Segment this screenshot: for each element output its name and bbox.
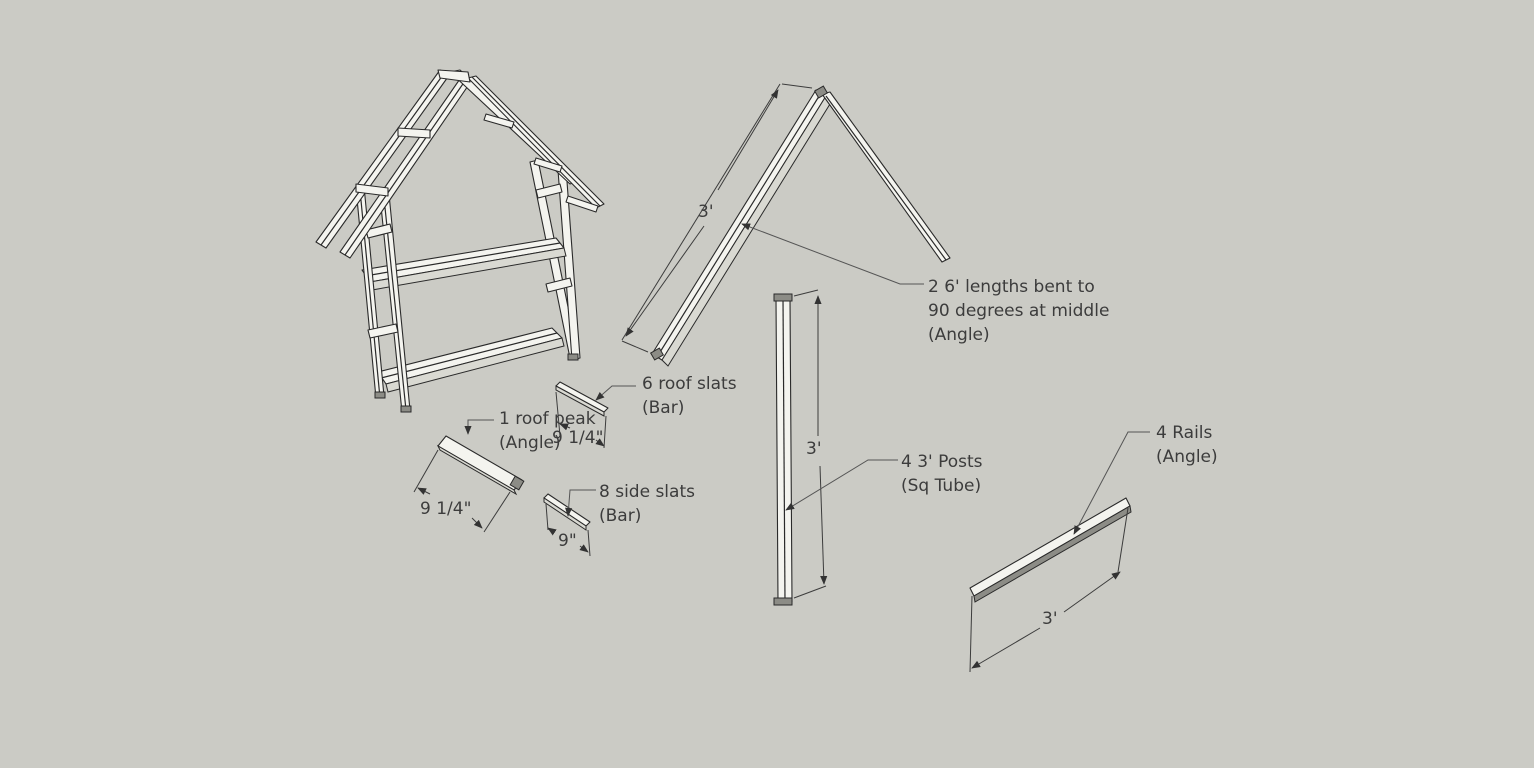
roof-peak-label: 1 roof peak (Angle) [499,409,601,453]
post-length-dim: 3' [806,439,822,459]
roof-slat-length-dim: 9 1/4" [552,428,603,448]
assembled-frame [315,69,605,413]
side-slat-part: 9" [543,493,591,557]
roof-slat-part: 9 1/4" [552,381,609,449]
roof-angle-part: 3' [621,83,951,367]
roof-peak-part: 9 1/4" [413,435,525,533]
rails-label: 4 Rails (Angle) [1156,423,1218,467]
leaders [464,223,1150,535]
side-slat-length-dim: 9" [558,531,577,551]
rail-part: 3' [969,497,1132,673]
roof-angle-label: 2 6' lengths bent to 90 degrees at middl… [928,277,1115,345]
rail-length-dim: 3' [1042,609,1058,629]
side-slats-label: 8 side slats (Bar) [599,482,700,526]
lower-shelf [377,327,565,393]
posts-label: 4 3' Posts (Sq Tube) [901,452,988,496]
roof-slats-label: 6 roof slats (Bar) [642,374,742,418]
post-part: 3' [773,289,828,606]
upper-shelf [361,237,567,291]
roof-length-dim: 3' [698,202,714,222]
roof-peak-length-dim: 9 1/4" [420,499,471,519]
